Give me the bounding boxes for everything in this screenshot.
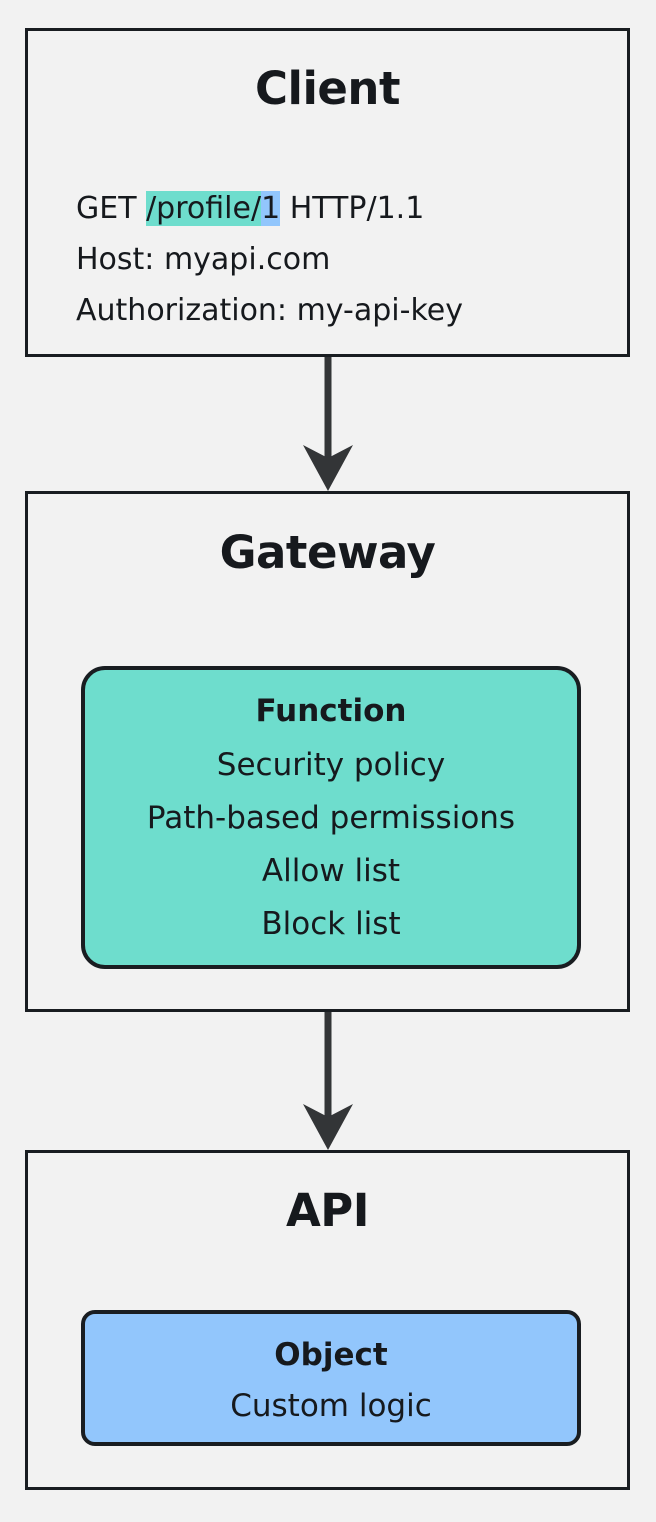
request-resource-id-highlight: 1: [261, 191, 281, 226]
api-node-title: API: [285, 1184, 370, 1237]
function-item-path-based-permissions: Path-based permissions: [146, 800, 516, 836]
request-path-highlight: /profile/: [146, 191, 262, 226]
object-box-title: Object: [274, 1337, 388, 1373]
object-item-custom-logic: Custom logic: [230, 1388, 432, 1424]
api-object-box: Object Custom logic: [81, 1310, 581, 1446]
client-node: Client GET /profile/1 HTTP/1.1 Host: mya…: [25, 28, 630, 357]
arrow-client-to-gateway: [303, 357, 353, 491]
function-item-security-policy: Security policy: [216, 747, 446, 783]
request-header-host: Host: myapi.com: [76, 242, 331, 277]
http-protocol-text: HTTP/1.1: [280, 191, 425, 226]
http-method-text: GET: [76, 191, 147, 226]
http-request-block: GET /profile/1 HTTP/1.1 Host: myapi.com …: [76, 183, 616, 336]
object-box-items: Custom logic: [85, 1380, 577, 1433]
function-box-title: Function: [255, 693, 407, 729]
arrow-gateway-to-api: [303, 1012, 353, 1150]
gateway-function-box: Function Security policy Path-based perm…: [81, 666, 581, 969]
request-header-authorization: Authorization: my-api-key: [76, 293, 463, 328]
gateway-node: Gateway Function Security policy Path-ba…: [25, 491, 630, 1012]
api-node: API Object Custom logic: [25, 1150, 630, 1490]
function-item-block-list: Block list: [261, 906, 401, 942]
request-line-start-line: GET /profile/1 HTTP/1.1: [76, 183, 616, 234]
gateway-node-title: Gateway: [219, 526, 436, 579]
client-node-title: Client: [255, 62, 400, 115]
function-item-allow-list: Allow list: [261, 853, 401, 889]
function-box-items: Security policy Path-based permissions A…: [85, 739, 577, 951]
